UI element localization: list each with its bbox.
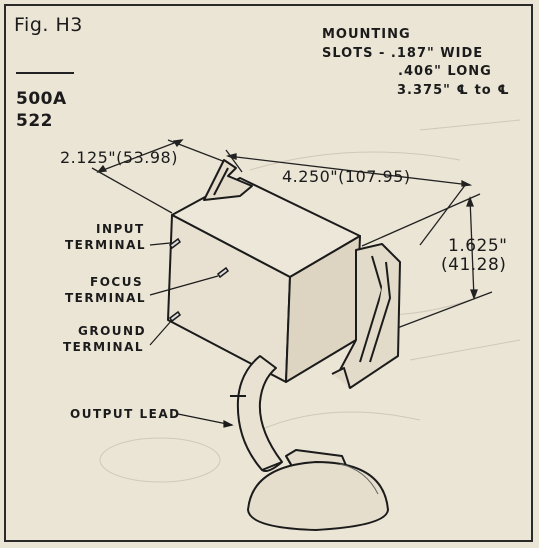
mounting-center-distance: 3.375" ℄ to ℄ xyxy=(397,83,510,98)
callout-leaders xyxy=(149,242,234,428)
output-plug xyxy=(247,449,389,531)
height-dimension-mm: (41.28) xyxy=(441,255,507,275)
ground-terminal-label: GROUND xyxy=(78,324,147,338)
input-terminal-label: INPUT xyxy=(96,222,145,236)
model-number: 522 xyxy=(16,111,53,131)
mounting-slot-length: .406" LONG xyxy=(398,64,492,79)
depth-dimension-lines xyxy=(91,139,229,214)
focus-terminal-label: FOCUS xyxy=(90,275,144,289)
focus-terminal-label: TERMINAL xyxy=(65,291,147,305)
height-dimension-lines xyxy=(361,193,493,331)
mounting-title: MOUNTING xyxy=(322,27,411,42)
height-dimension-inches: 1.625" xyxy=(448,236,508,256)
title-rule xyxy=(16,72,74,74)
length-dimension-lines xyxy=(225,149,473,246)
terminals xyxy=(168,237,230,323)
output-lead-label: OUTPUT LEAD xyxy=(70,407,181,421)
length-dimension: 4.250"(107.95) xyxy=(282,167,411,186)
input-terminal-pin xyxy=(168,237,182,250)
multiplier-housing xyxy=(167,177,361,383)
figure-label: Fig. H3 xyxy=(14,14,83,36)
rear-mounting-bracket xyxy=(203,159,253,201)
model-number: 500A xyxy=(16,89,67,109)
depth-dimension: 2.125"(53.98) xyxy=(60,148,178,167)
output-lead xyxy=(230,355,283,472)
mounting-slot-width: SLOTS - .187" WIDE xyxy=(322,46,484,61)
drawing-frame xyxy=(4,4,533,542)
front-mounting-bracket xyxy=(331,243,401,389)
ground-terminal-label: TERMINAL xyxy=(63,340,145,354)
focus-terminal-pin xyxy=(216,266,230,279)
input-terminal-label: TERMINAL xyxy=(65,238,147,252)
